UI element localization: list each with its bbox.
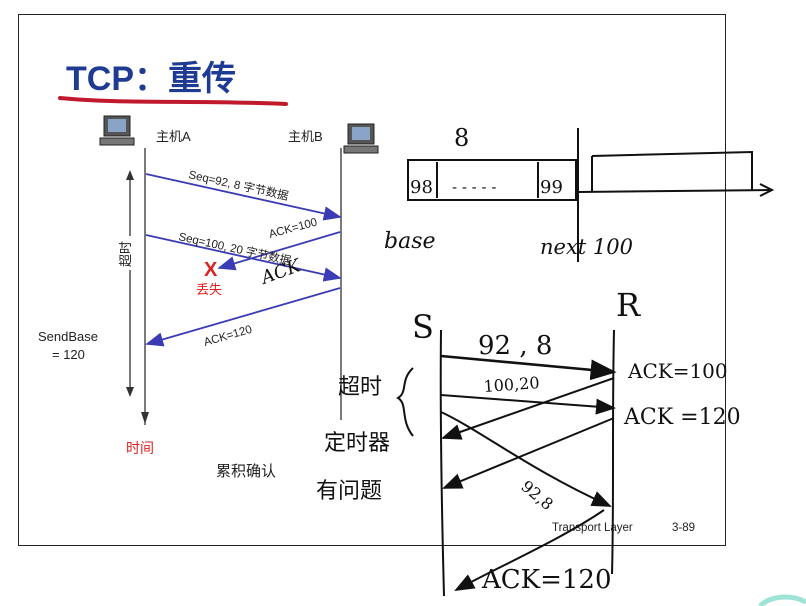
buffer-dashes: - - - - - xyxy=(452,178,496,196)
next-pointer-note: next 100 xyxy=(540,235,633,259)
sr-sequence-diagram xyxy=(396,329,617,597)
segment-seq92-arrow xyxy=(145,173,342,221)
host-b-label: 主机B xyxy=(288,129,323,144)
ack100-label: ACK=100 xyxy=(268,216,319,240)
segment-seq100-arrow xyxy=(145,234,342,282)
caption: 累积确认 xyxy=(216,463,276,480)
base-pointer-note: base xyxy=(384,229,436,254)
receiver-label: R xyxy=(616,286,641,324)
footer-left: Transport Layer xyxy=(552,522,633,534)
window-size-note: 8 xyxy=(454,124,469,152)
ack120-arrow xyxy=(145,287,341,347)
slide-title: TCP：重传 xyxy=(66,60,236,98)
lost-label: 丢失 xyxy=(196,282,222,297)
ack100-arrow xyxy=(217,231,341,271)
note-timer: 定时器 xyxy=(324,431,390,456)
ack100-note: ACK=100 xyxy=(627,359,728,383)
sender-label: S xyxy=(412,308,434,346)
time-label: 时间 xyxy=(126,440,154,456)
ack120-note: ACK =120 xyxy=(623,405,741,430)
sendbase-value: = 120 xyxy=(52,347,85,362)
segment-92-resend-note: 92,8 xyxy=(517,477,557,514)
segment-seq92-label: Seq=92, 8 字节数据 xyxy=(187,167,290,203)
segment-92-note: 92 , 8 xyxy=(478,331,552,361)
host-a-label: 主机A xyxy=(156,129,191,144)
note-problem: 有问题 xyxy=(316,479,382,504)
ack120-label: ACK=120 xyxy=(203,324,254,349)
sender-window-buffer xyxy=(407,128,775,262)
title-underline xyxy=(58,96,288,106)
buffer-first-cell: 98 xyxy=(410,177,433,198)
segment-100-note: 100,20 xyxy=(483,373,540,396)
note-timeout: 超时 xyxy=(338,375,382,400)
corner-decoration xyxy=(758,594,806,606)
computer-icon-b xyxy=(343,123,379,154)
computer-icon-a xyxy=(99,115,135,146)
ack120-bottom-note: ACK=120 xyxy=(481,565,612,595)
lost-x-icon: X xyxy=(204,259,218,281)
timeout-label: 超时 xyxy=(118,241,133,267)
sendbase-label: SendBase xyxy=(38,329,98,344)
footer-right: 3-89 xyxy=(672,522,695,534)
buffer-last-cell: 99 xyxy=(540,177,563,198)
